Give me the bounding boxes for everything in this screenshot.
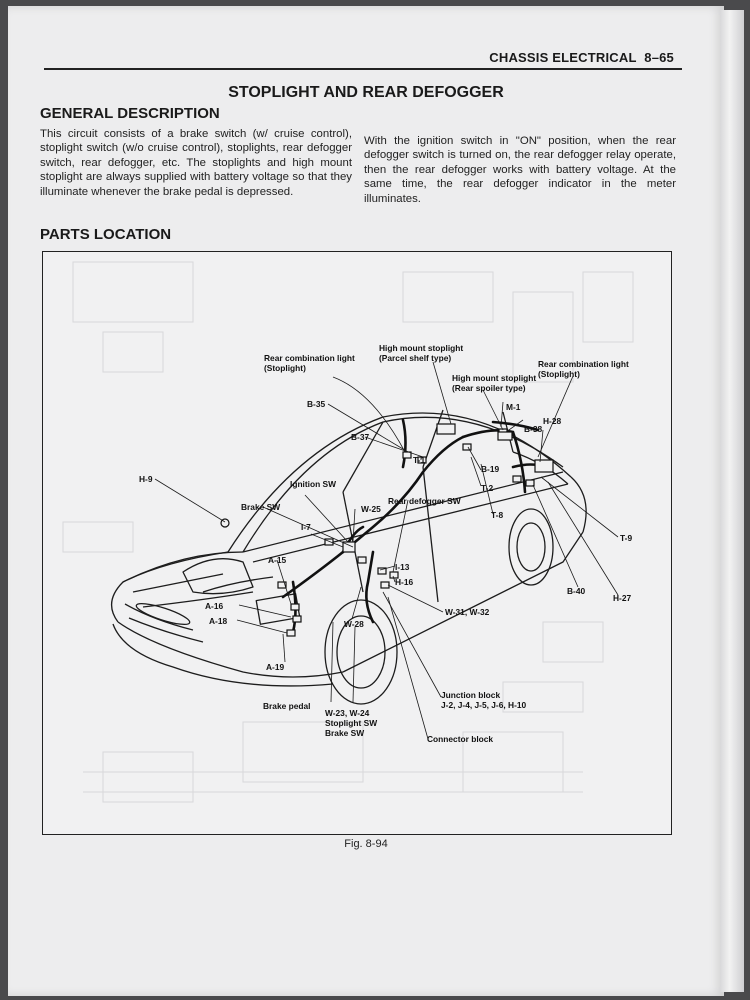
label-brake-sw: Brake SW [241, 502, 281, 512]
running-head: CHASSIS ELECTRICAL 8–65 [489, 50, 674, 65]
label-t8: T-8 [491, 510, 504, 520]
label-t1: T-1 [413, 455, 426, 465]
label-t2: T-2 [481, 483, 494, 493]
general-description-right: With the ignition switch in "ON" positio… [364, 135, 676, 205]
label-b38: B-38 [524, 424, 543, 434]
label-rear-comb-left: Rear combination light(Stoplight) [264, 353, 355, 373]
label-w25: W-25 [361, 504, 381, 514]
label-i7: I-7 [301, 522, 311, 532]
label-h27: H-27 [613, 593, 632, 603]
page-title: STOPLIGHT AND REAR DEFOGGER [228, 84, 504, 101]
label-m1: M-1 [506, 402, 521, 412]
label-i13: I-13 [395, 562, 410, 572]
label-b40: B-40 [567, 586, 586, 596]
car-illustration [62, 261, 634, 803]
label-h9: H-9 [139, 474, 153, 484]
label-h16: H-16 [395, 577, 414, 587]
label-a15: A-15 [268, 555, 287, 565]
parts-location-figure: Rear combination light(Stoplight) High m… [42, 251, 672, 835]
general-description-heading: GENERAL DESCRIPTION [40, 105, 220, 122]
label-high-mount-parcel: High mount stoplight(Parcel shelf type) [379, 343, 464, 363]
label-rear-comb-right: Rear combination light(Stoplight) [538, 359, 629, 379]
header-rule [44, 68, 682, 70]
label-a16: A-16 [205, 601, 224, 611]
figure-caption: Fig. 8-94 [344, 838, 388, 850]
label-connector-block: Connector block [427, 734, 494, 744]
label-b35: B-35 [307, 399, 326, 409]
label-h28: H-28 [543, 416, 562, 426]
label-t9: T-9 [620, 533, 633, 543]
page-number: 8–65 [644, 50, 674, 65]
label-a19: A-19 [266, 662, 285, 672]
label-w31-w32: W-31, W-32 [445, 607, 490, 617]
section-name: CHASSIS ELECTRICAL [489, 50, 637, 65]
manual-page: CHASSIS ELECTRICAL 8–65 STOPLIGHT AND RE… [8, 6, 724, 996]
label-b19: B-19 [481, 464, 500, 474]
label-a18: A-18 [209, 616, 228, 626]
parts-location-heading: PARTS LOCATION [40, 226, 172, 243]
page-stack-edge [720, 10, 744, 992]
label-rear-defogger-sw: Rear defogger SW [388, 496, 461, 506]
label-brake-pedal: Brake pedal [263, 701, 311, 711]
label-b37: B-37 [351, 432, 370, 442]
general-description-left: This circuit consists of a brake switch … [40, 128, 352, 198]
label-high-mount-spoiler: High mount stoplight(Rear spoiler type) [452, 373, 537, 393]
label-w28: W-28 [344, 619, 364, 629]
label-ignition-sw: Ignition SW [290, 479, 337, 489]
